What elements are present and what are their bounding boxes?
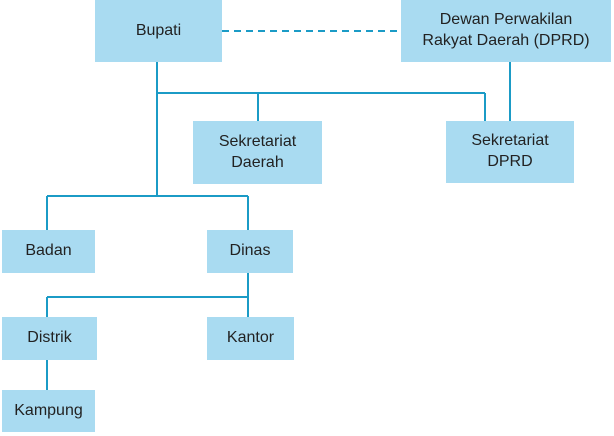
node-distrik-label: Distrik	[27, 329, 72, 347]
node-sekretariat-dprd: Sekretariat DPRD	[446, 121, 574, 183]
node-dprd-label: Dewan Perwakilan Rakyat Daerah (DPRD)	[422, 11, 590, 49]
node-distrik: Distrik	[2, 317, 97, 360]
node-bupati-label: Bupati	[135, 21, 182, 39]
node-kampung: Kampung	[2, 390, 95, 432]
node-bupati: Bupati	[95, 0, 222, 62]
node-kantor: Kantor	[207, 317, 294, 360]
node-kantor-label: Kantor	[226, 329, 275, 347]
node-sekretariat-daerah: Sekretariat Daerah	[193, 121, 322, 184]
node-dinas: Dinas	[207, 230, 293, 273]
node-badan-label: Badan	[25, 242, 72, 260]
node-badan: Badan	[2, 230, 95, 273]
node-dprd: Dewan Perwakilan Rakyat Daerah (DPRD)	[401, 0, 611, 62]
node-dinas-label: Dinas	[229, 242, 271, 260]
node-sekretariat-dprd-label: Sekretariat DPRD	[471, 132, 549, 170]
node-sekretariat-daerah-label: Sekretariat Daerah	[218, 132, 297, 171]
node-kampung-label: Kampung	[14, 401, 83, 419]
